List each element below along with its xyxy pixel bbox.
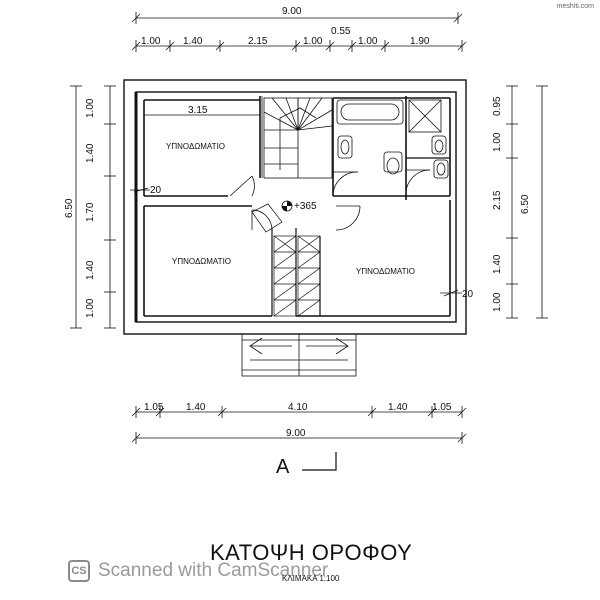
- bottom-dim-5: 1.05: [432, 402, 452, 413]
- bottom-dim-4: 1.40: [388, 402, 408, 413]
- left-dim-4: 1.40: [85, 260, 96, 280]
- left-dim-3: 1.70: [85, 202, 96, 222]
- sink-icon: [433, 159, 449, 179]
- left-dim-5: 1.00: [85, 298, 96, 318]
- watermark: meshiti.com: [556, 3, 594, 10]
- left-total-dim: 6.50: [64, 198, 75, 218]
- plan-scale: ΚΛΙΜΑΚΑ 1:100: [282, 574, 340, 583]
- bottom-dimensions: [131, 406, 467, 444]
- room-label-bedroom-right: ΥΠΝΟΔΩΜΑΤΙΟ: [356, 267, 415, 276]
- shower-icon: [408, 99, 442, 133]
- top-dim-1: 1.00: [141, 36, 161, 47]
- inner-width-dim: 3.15: [188, 105, 208, 116]
- left-dim-2: 1.40: [85, 143, 96, 163]
- right-dim-5: 1.00: [492, 292, 503, 312]
- room-label-bedroom-bottom-left: ΥΠΝΟΔΩΜΑΤΙΟ: [172, 257, 231, 266]
- top-dim-5: 0.55: [331, 26, 351, 37]
- right-dim-4: 1.40: [492, 254, 503, 274]
- top-dimensions: [131, 12, 467, 52]
- toilet-icon: [383, 151, 403, 173]
- toilet-icon: [431, 135, 447, 155]
- camscanner-text: Scanned with CamScanner: [98, 560, 329, 581]
- top-dim-2: 1.40: [183, 36, 203, 47]
- room-label-bedroom-top-left: ΥΠΝΟΔΩΜΑΤΙΟ: [166, 142, 225, 151]
- stairs-bottom: [251, 203, 321, 317]
- section-mark-label: A: [276, 456, 290, 478]
- bathtub-icon: [336, 99, 404, 125]
- top-dim-4: 1.00: [303, 36, 323, 47]
- balcony: [241, 333, 357, 377]
- sink-icon: [337, 135, 353, 159]
- top-dim-6: 1.00: [358, 36, 378, 47]
- doors: [229, 169, 431, 231]
- top-dim-7: 1.90: [410, 36, 430, 47]
- top-total-dim: 9.00: [282, 6, 302, 17]
- bottom-dim-3: 4.10: [288, 402, 308, 413]
- bottom-total-dim: 9.00: [286, 428, 306, 439]
- right-dim-2: 1.00: [492, 132, 503, 152]
- right-dim-1: 0.95: [492, 96, 503, 116]
- right-total-dim: 6.50: [520, 194, 531, 214]
- camscanner-watermark: CS Scanned with CamScanner: [68, 560, 328, 582]
- elevation-marker: [281, 200, 293, 212]
- bottom-dim-1: 1.05: [144, 402, 164, 413]
- bath-fixtures: [336, 99, 449, 179]
- left-dim-1: 1.00: [85, 98, 96, 118]
- right-dim-3: 2.15: [492, 190, 503, 210]
- left-dimensions: [70, 85, 116, 329]
- wall-thickness-right: 20: [462, 289, 474, 300]
- top-dim-3: 2.15: [248, 36, 268, 47]
- stairs-top: [263, 97, 333, 179]
- elevation-label: +365: [294, 201, 317, 212]
- plan-title: ΚΑΤΟΨΗ ΟΡΟΦΟΥ: [210, 540, 413, 565]
- right-dimensions: [506, 85, 548, 319]
- section-mark-line: [302, 452, 337, 471]
- bottom-dim-2: 1.40: [186, 402, 206, 413]
- wall-markers: [130, 187, 462, 297]
- camscanner-logo-icon: CS: [68, 560, 90, 582]
- wall-thickness-left: 20: [150, 185, 162, 196]
